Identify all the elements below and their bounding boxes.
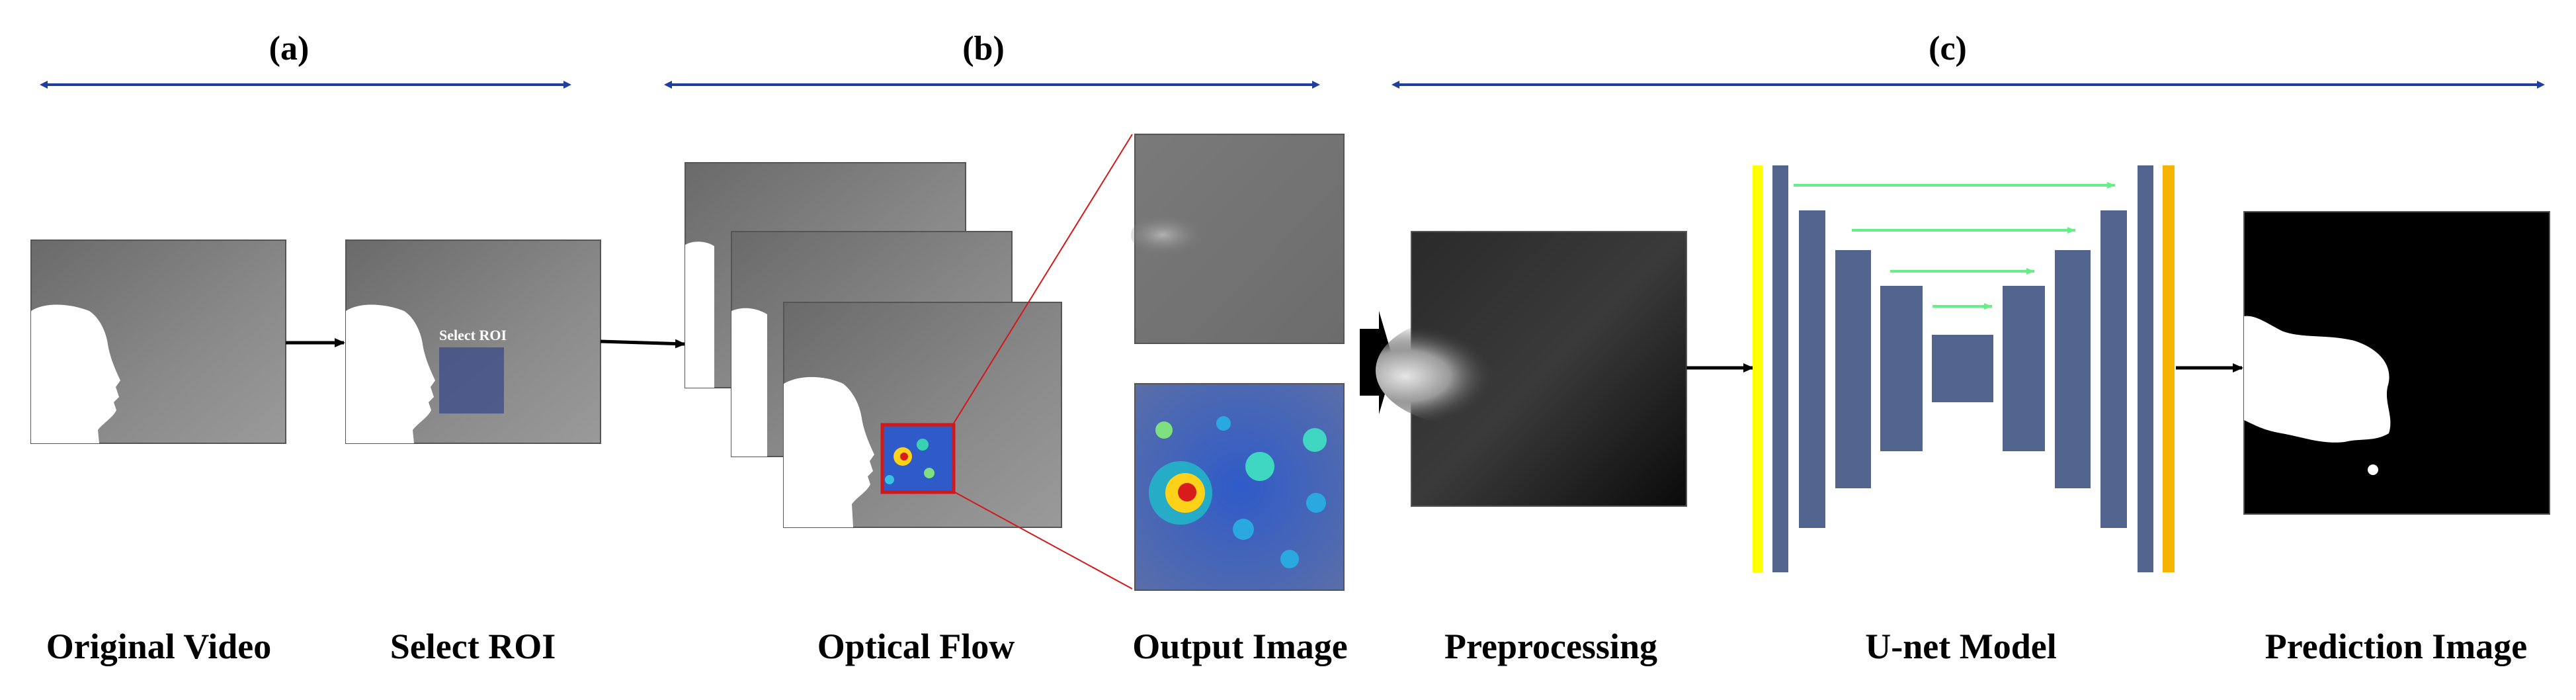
section-c-label: (c)	[1929, 30, 1967, 67]
label-original-video: Original Video	[46, 627, 272, 666]
arrow-roi-to-flow	[600, 339, 686, 349]
label-select-roi: Select ROI	[390, 627, 556, 666]
unet-diagram	[1753, 165, 2175, 572]
unet-output-bar	[2163, 165, 2175, 572]
unet-decoder-block	[2055, 250, 2091, 488]
unet-encoder-block	[1880, 286, 1923, 451]
unet-encoder-block	[1835, 250, 1871, 488]
label-preprocessing: Preprocessing	[1444, 627, 1657, 666]
section-c-header: (c)	[1392, 30, 2545, 89]
label-unet-model: U-net Model	[1865, 627, 2056, 666]
section-b-label: (b)	[962, 30, 1005, 67]
head-silhouette	[31, 304, 120, 443]
unet-encoder-block	[1799, 210, 1825, 528]
label-prediction-image: Prediction Image	[2265, 627, 2527, 666]
output-gray-image	[1131, 134, 1345, 344]
label-output-image: Output Image	[1132, 627, 1348, 666]
select-roi-frame: Select ROI	[345, 240, 601, 444]
original-video-frame	[30, 240, 286, 444]
roi-zoom-box	[880, 423, 956, 494]
optical-flow-stack	[685, 162, 1062, 528]
unet-input-bar	[1753, 165, 1763, 572]
unet-encoder-block	[1772, 165, 1788, 572]
preprocessing-image	[1376, 231, 1687, 507]
section-a-label: (a)	[269, 30, 310, 67]
roi-selection-box	[439, 347, 504, 414]
prediction-image	[2243, 211, 2550, 515]
zoom-line-top	[952, 134, 1133, 426]
flow-frame-front	[783, 302, 1062, 528]
roi-overlay-text: Select ROI	[439, 327, 507, 343]
unet-bottleneck-block	[1932, 335, 1993, 402]
unet-decoder-block	[2138, 165, 2153, 572]
label-optical-flow: Optical Flow	[817, 627, 1015, 666]
section-b-header: (b)	[664, 30, 1320, 89]
unet-decoder-block	[2100, 210, 2127, 528]
section-a-header: (a)	[40, 30, 571, 89]
output-heatmap-image	[1134, 383, 1345, 591]
unet-decoder-block	[2003, 286, 2045, 451]
zoom-line-bottom	[952, 490, 1133, 590]
head-silhouette	[346, 304, 435, 443]
prediction-mask	[2244, 316, 2391, 443]
